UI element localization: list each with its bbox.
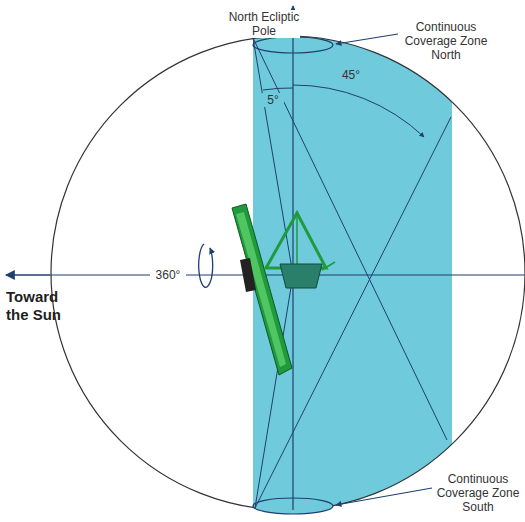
angle-line xyxy=(255,117,451,508)
direction-label: Toward the Sun xyxy=(6,288,76,324)
leader-line xyxy=(336,34,398,44)
angle-line xyxy=(253,38,447,440)
rotation-arrow xyxy=(199,244,213,287)
sun-arrow xyxy=(6,274,50,275)
field-of-regard-band xyxy=(253,20,452,520)
annotation-label: North Ecliptic Pole xyxy=(228,10,300,38)
angle-arc-5 xyxy=(263,88,293,90)
annotation-label: 45° xyxy=(336,68,366,82)
annotation-label: 5° xyxy=(262,93,284,107)
angle-arc-45 xyxy=(293,85,424,137)
telescope xyxy=(232,204,335,375)
annotation-label: 360° xyxy=(150,268,186,282)
annotation-label: Continuous Coverage Zone North xyxy=(400,20,492,62)
leader-line xyxy=(336,488,432,505)
celestial-sphere xyxy=(51,36,525,510)
ecliptic-axis xyxy=(292,6,293,510)
annotation-label: Continuous Coverage Zone South xyxy=(435,472,521,514)
angle-line xyxy=(253,38,293,275)
